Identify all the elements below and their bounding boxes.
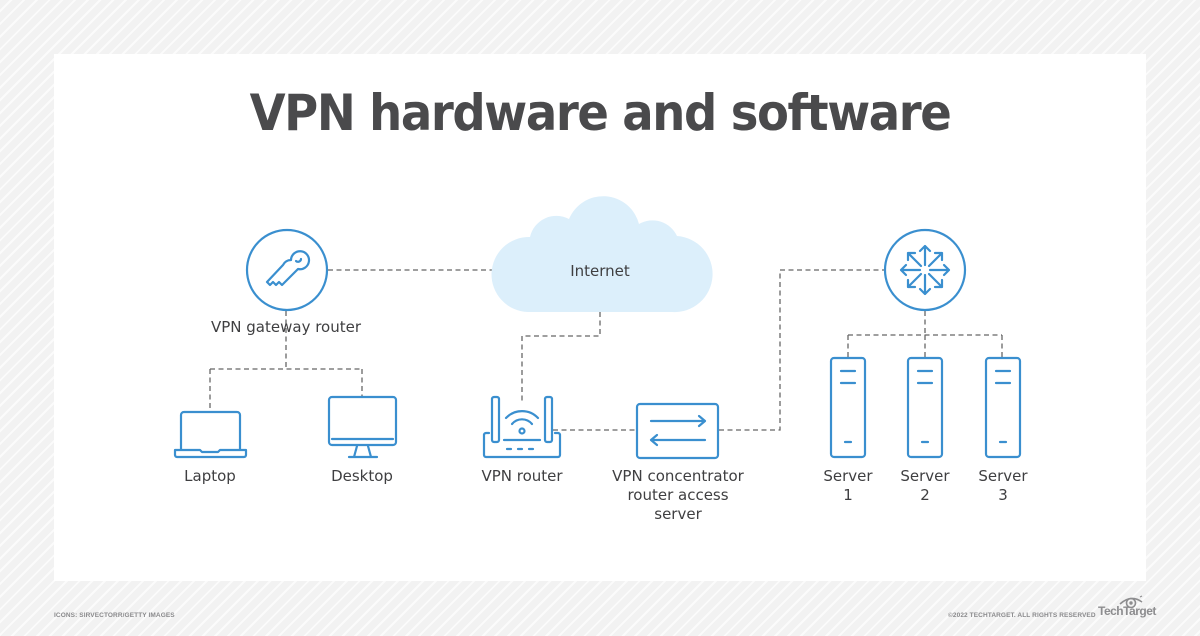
internet-node — [491, 196, 713, 313]
label-line: Server — [900, 467, 950, 485]
label-vpn-router: VPN router — [481, 467, 563, 485]
arrows-router-icon — [899, 244, 951, 296]
label-line: Server — [978, 467, 1028, 485]
laptop-icon — [173, 410, 248, 459]
label-line: VPN concentrator — [612, 467, 744, 485]
label-server-3: Server 3 — [963, 467, 1043, 505]
connectors — [209, 269, 1003, 431]
connector-concentrator-corerouter — [719, 269, 885, 431]
cloud-icon — [491, 196, 713, 313]
core-router-node — [883, 228, 967, 312]
exchange-arrows-icon — [635, 402, 720, 460]
key-icon — [265, 250, 311, 287]
label-desktop: Desktop — [331, 467, 393, 485]
connector-gateway-clients — [209, 311, 363, 412]
label-line: 2 — [920, 486, 930, 504]
label-server-1: Server 1 — [808, 467, 888, 505]
label-vpn-gateway-router: VPN gateway router — [210, 318, 362, 336]
connector-corerouter-servers — [847, 311, 1003, 357]
techtarget-logo: TechTarget — [1098, 604, 1156, 618]
connector-internet-vpnrouter — [521, 312, 601, 404]
copyright-notice: ©2022 TECHTARGET. ALL RIGHTS RESERVED — [948, 612, 1096, 619]
server-2-icon — [906, 356, 944, 459]
icon-credit: ICONS: SIRVECTORR/GETTY IMAGES — [54, 612, 175, 619]
techtarget-eye-icon — [1119, 595, 1143, 609]
server-1-icon — [829, 356, 867, 459]
diagram-card — [54, 54, 1146, 581]
vpn-gateway-router-node — [245, 228, 329, 312]
desktop-icon — [327, 395, 398, 459]
label-line: router access — [627, 486, 729, 504]
label-line: 1 — [843, 486, 853, 504]
label-line: Server — [823, 467, 873, 485]
server-3-icon — [984, 356, 1022, 459]
label-internet: Internet — [570, 262, 630, 280]
label-server-2: Server 2 — [885, 467, 965, 505]
diagram-title: VPN hardware and software — [249, 84, 952, 142]
label-laptop: Laptop — [184, 467, 236, 485]
label-vpn-concentrator: VPN concentrator router access server — [598, 467, 758, 524]
label-line: server — [654, 505, 702, 523]
wifi-router-icon — [482, 395, 562, 459]
label-line: 3 — [998, 486, 1008, 504]
